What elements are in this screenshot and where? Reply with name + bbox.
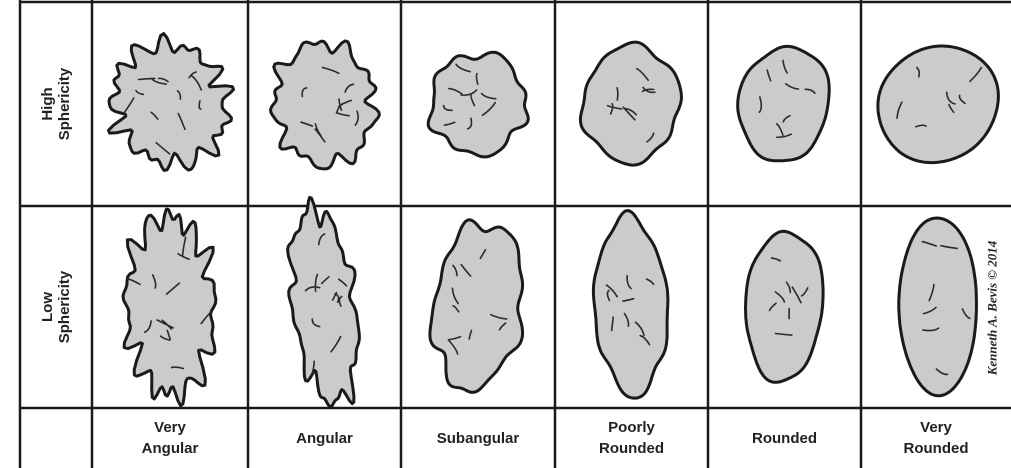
column-label-line2: Rounded (599, 438, 664, 459)
grain-low-sphericity-very-angular (123, 209, 216, 406)
grain-low-sphericity-very-rounded (899, 218, 977, 396)
grain-low-sphericity-poorly-rounded (593, 211, 668, 399)
row-label-high-sphericity: High Sphericity (33, 62, 79, 146)
grain-high-sphericity-very-rounded (878, 46, 999, 163)
column-label-very-rounded: Very Rounded (861, 410, 1011, 466)
column-label-line2: Angular (296, 428, 353, 449)
column-label-line2: Subangular (437, 428, 520, 449)
grain-low-sphericity-angular (288, 197, 360, 406)
column-label-subangular: Subangular (401, 410, 555, 466)
column-label-line1: Very (154, 417, 186, 438)
copyright-text: Kenneth A. Bevis © 2014 (984, 241, 1000, 376)
row-label-line2: Sphericity (56, 68, 73, 141)
grain-shapes (109, 34, 999, 407)
column-label-line1: Very (920, 417, 952, 438)
grain-low-sphericity-subangular (430, 220, 523, 393)
column-label-line2: Rounded (752, 428, 817, 449)
column-label-line1: Poorly (608, 417, 655, 438)
grain-high-sphericity-poorly-rounded (580, 42, 681, 165)
grain-high-sphericity-angular (271, 41, 380, 169)
grain-low-sphericity-rounded (746, 231, 824, 382)
column-label-line2: Angular (142, 438, 199, 459)
row-label-line1: High (39, 87, 56, 120)
copyright-credit: Kenneth A. Bevis © 2014 (970, 210, 1011, 406)
grain-high-sphericity-subangular (428, 52, 528, 157)
column-label-rounded: Rounded (708, 410, 861, 466)
column-label-line2: Rounded (904, 438, 969, 459)
column-label-very-angular: Very Angular (92, 410, 248, 466)
column-label-poorly-rounded: Poorly Rounded (555, 410, 708, 466)
row-label-line1: Low (39, 292, 56, 322)
column-label-angular: Angular (248, 410, 401, 466)
row-label-line2: Sphericity (56, 271, 73, 344)
grain-high-sphericity-very-angular (109, 34, 234, 171)
row-label-low-sphericity: Low Sphericity (33, 265, 79, 349)
